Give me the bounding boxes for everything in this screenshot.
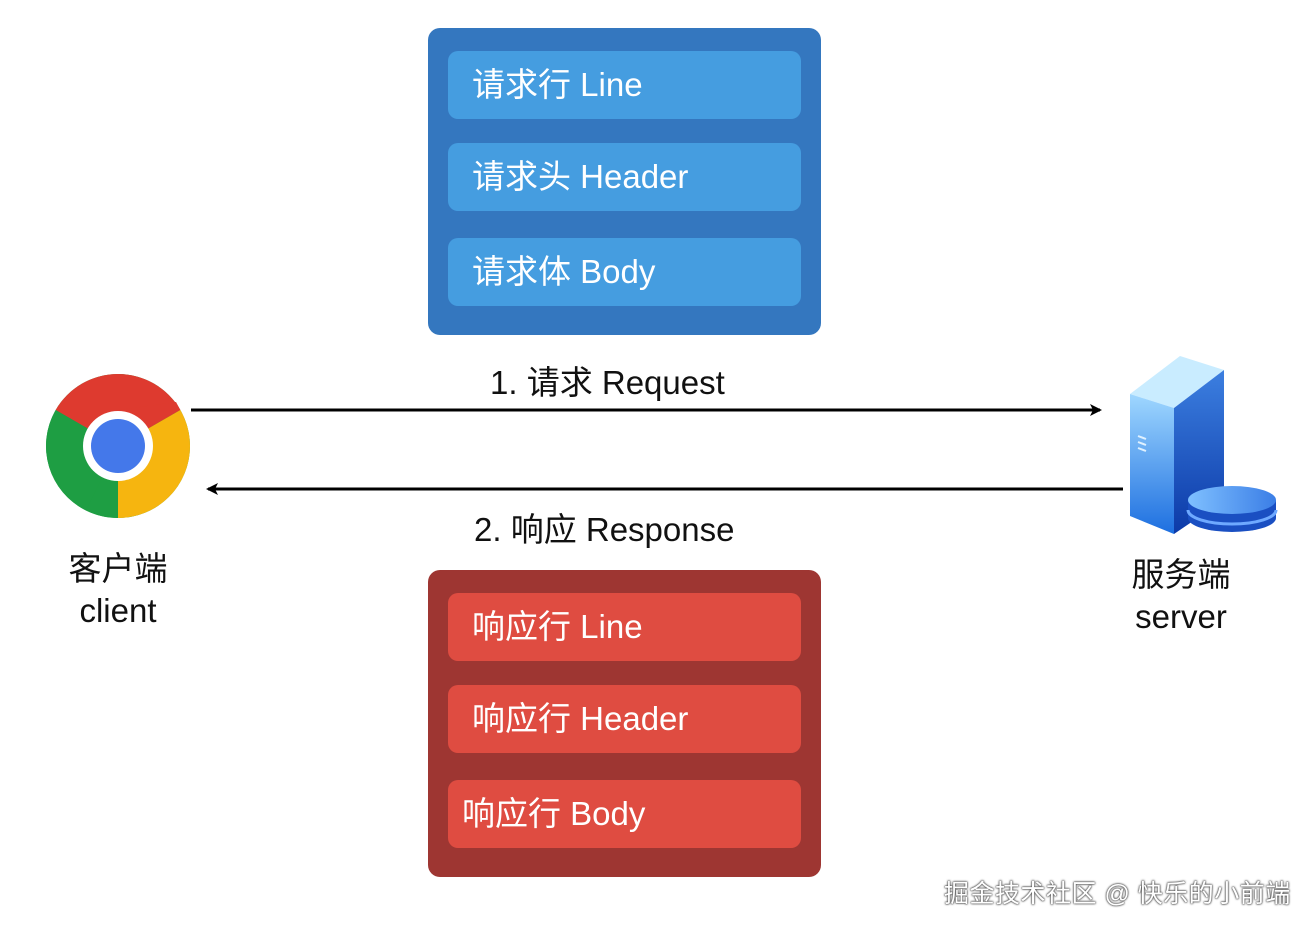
response-edge-label: 2. 响应 Response [474, 511, 735, 548]
server-label-cn: 服务端 [1131, 556, 1231, 593]
response-header-item: 响应行 Header [448, 685, 801, 753]
client-label: 客户端 client [48, 548, 188, 632]
server-label-en: server [1135, 598, 1227, 635]
watermark: 掘金技术社区 @ 快乐的小前端 [944, 880, 1291, 908]
request-edge-label: 1. 请求 Request [490, 364, 725, 401]
client-label-cn: 客户端 [68, 550, 168, 587]
server-database-icon [1130, 356, 1278, 534]
server-label: 服务端 server [1110, 554, 1252, 638]
client-label-en: client [79, 592, 157, 629]
request-panel: 请求行 Line 请求头 Header 请求体 Body [428, 28, 821, 335]
response-panel: 响应行 Line 响应行 Header 响应行 Body [428, 570, 821, 877]
chrome-browser-icon [46, 374, 190, 518]
request-header-item: 请求头 Header [448, 143, 801, 211]
response-line-item: 响应行 Line [448, 593, 801, 661]
response-body-item: 响应行 Body [448, 780, 801, 848]
request-line-item: 请求行 Line [448, 51, 801, 119]
request-body-item: 请求体 Body [448, 238, 801, 306]
